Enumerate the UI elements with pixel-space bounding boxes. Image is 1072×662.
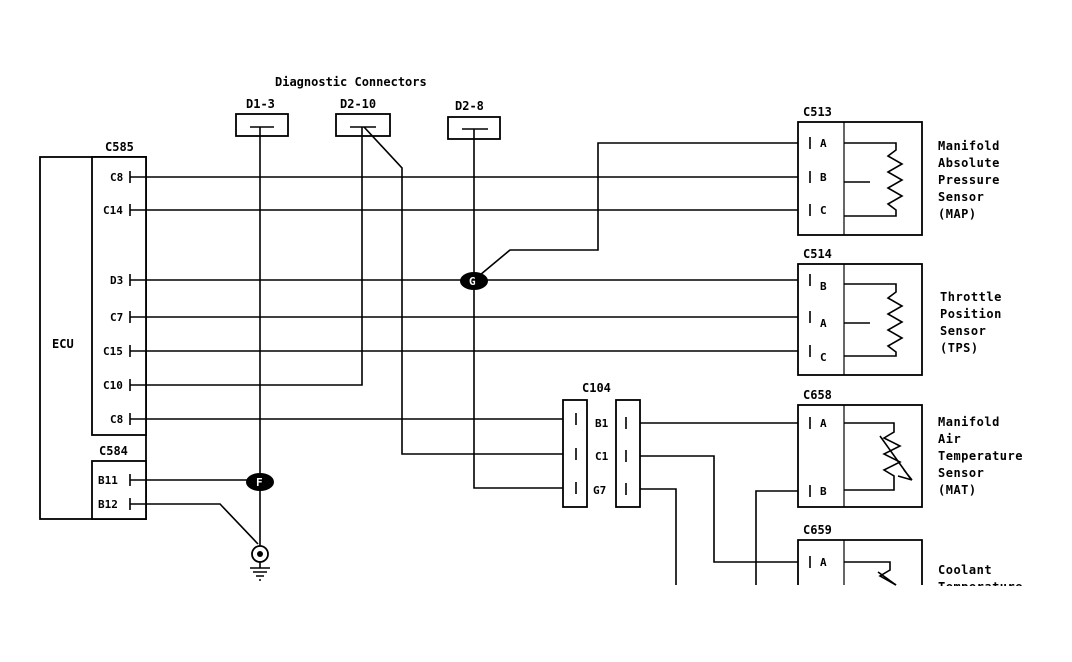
c104-right-half: [615, 399, 641, 508]
diagnostic-connectors-title: Diagnostic Connectors: [275, 75, 427, 89]
map-name-line5: (MAP): [938, 207, 977, 221]
ecu-pin-b12: B12: [98, 498, 118, 511]
mat-thermistor-icon: [844, 422, 902, 491]
c585-label: C585: [105, 140, 134, 154]
ecu-pin-c14: C14: [103, 204, 123, 217]
ecu-c584-block: [91, 460, 147, 520]
c513-pin-c: C: [820, 204, 827, 217]
tps-resistor-icon: [844, 283, 904, 357]
c104-pin-b1: B1: [595, 417, 609, 430]
c104-pin-g7: G7: [593, 484, 606, 497]
map-sensor-box: [797, 121, 923, 236]
map-name-line3: Pressure: [938, 173, 1000, 187]
ecu-pin-c8-second: C8: [110, 413, 123, 426]
c104-left-half: [562, 399, 588, 508]
c584-label: C584: [99, 444, 128, 458]
ecu-pin-c7: C7: [110, 311, 123, 324]
c104-pin-c1: C1: [595, 450, 609, 463]
ecu-c585-block: [91, 156, 147, 436]
mat-name-line5: (MAT): [938, 483, 977, 497]
splice-f-label: F: [256, 476, 263, 489]
mat-name-line2: Air: [938, 432, 961, 446]
mat-sensor-box: [797, 404, 923, 508]
crop-mask: [0, 586, 1072, 662]
map-name-line1: Manifold: [938, 139, 1000, 153]
splice-g-label: G: [469, 275, 476, 288]
c658-pin-a: A: [820, 417, 827, 430]
mat-name-line1: Manifold: [938, 415, 1000, 429]
c514-label: C514: [803, 247, 832, 261]
coolant-thermistor-icon: [844, 561, 897, 586]
map-name-line4: Sensor: [938, 190, 984, 204]
c658-pin-b: B: [820, 485, 827, 498]
diag-connector-d2-8-label: D2-8: [455, 99, 484, 113]
ecu-pin-c10: C10: [103, 379, 123, 392]
diag-connector-d1-3-label: D1-3: [246, 97, 275, 111]
tps-name-line2: Position: [940, 307, 1002, 321]
c514-pin-c: C: [820, 351, 827, 364]
wires: [130, 126, 810, 585]
mat-name-line4: Sensor: [938, 466, 984, 480]
splice-g: G: [460, 272, 488, 290]
c513-label: C513: [803, 105, 832, 119]
c513-pin-a: A: [820, 137, 827, 150]
splice-f: F: [246, 473, 274, 491]
tps-sensor-box: [797, 263, 923, 376]
tps-name-line1: Throttle: [940, 290, 1002, 304]
map-name-line2: Absolute: [938, 156, 1000, 170]
mat-name-line3: Temperature: [938, 449, 1023, 463]
ecu-label: ECU: [52, 337, 74, 351]
diag-connector-d2-10: [335, 113, 391, 137]
diag-connector-d1-3: [235, 113, 289, 137]
ecu-pin-d3: D3: [110, 274, 123, 287]
ecu-pin-b11: B11: [98, 474, 118, 487]
c658-label: C658: [803, 388, 832, 402]
c104-label: C104: [582, 381, 611, 395]
map-resistor-icon: [844, 142, 904, 217]
c513-pin-b: B: [820, 171, 827, 184]
c514-pin-b: B: [820, 280, 827, 293]
c659-pin-a: A: [820, 556, 827, 569]
tps-name-line3: Sensor: [940, 324, 986, 338]
c514-pin-a: A: [820, 317, 827, 330]
c104-terminals: [575, 413, 627, 495]
c659-label: C659: [803, 523, 832, 537]
ecu-pin-c15: C15: [103, 345, 123, 358]
tps-name-line4: (TPS): [940, 341, 979, 355]
diag-connector-d2-10-label: D2-10: [340, 97, 376, 111]
coolant-name-line1: Coolant: [938, 563, 992, 577]
ground-icon: [250, 545, 270, 581]
ecu-pin-c8: C8: [110, 171, 123, 184]
